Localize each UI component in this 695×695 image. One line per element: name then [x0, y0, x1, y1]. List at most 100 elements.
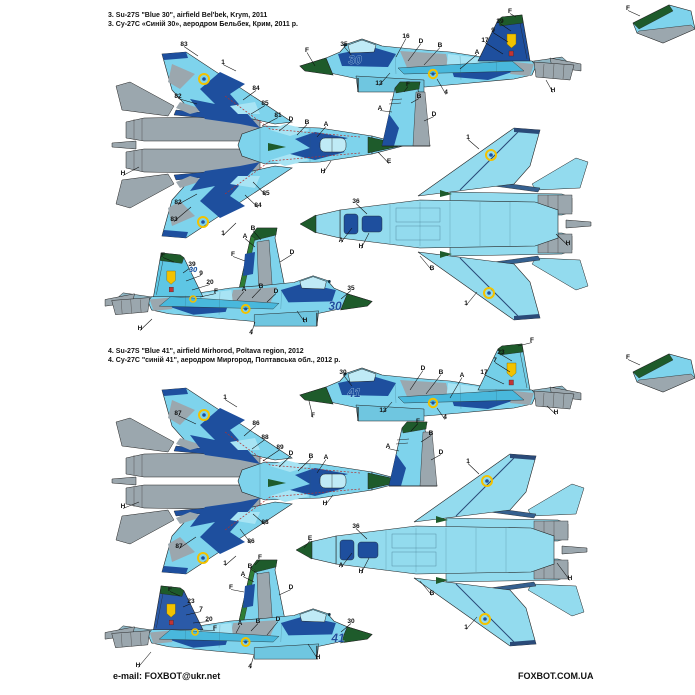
leader-line: [403, 86, 409, 93]
callout-label: 86: [252, 420, 260, 427]
leader-line: [242, 90, 257, 101]
callout-label: 4: [248, 663, 252, 670]
leader-line: [467, 463, 480, 475]
leader-line: [224, 555, 237, 566]
callout-label: 39: [188, 261, 196, 268]
callout-label: 1: [466, 134, 470, 141]
leader-line: [409, 370, 424, 391]
callout-label: 1: [464, 624, 468, 631]
callout-label: A: [242, 286, 247, 293]
leader-line: [343, 46, 353, 57]
leader-line: [177, 193, 198, 205]
leader-line: [546, 405, 557, 415]
scheme-4-title-en: 4. Su-27S "Blue 41", airfield Mirhorod, …: [108, 348, 304, 355]
leader-line: [199, 629, 216, 631]
leader-line: [222, 222, 237, 236]
callout-label: 81: [274, 112, 282, 119]
side-view-starboard-blue30: [299, 14, 582, 93]
callout-label: A: [243, 233, 248, 240]
leader-line: [242, 576, 255, 583]
leader-line: [137, 651, 152, 668]
callout-label: F: [161, 252, 165, 259]
leader-line: [296, 310, 306, 323]
callout-label: 87: [174, 410, 182, 417]
leader-line: [324, 494, 334, 506]
callout-label: H: [359, 243, 364, 250]
leader-line: [307, 643, 319, 660]
callout-label: 17: [481, 37, 489, 44]
website-url: FOXBOT.COM.UA: [518, 671, 594, 681]
callout-label: H: [303, 317, 308, 324]
fin-roundel-badge: [189, 295, 197, 303]
callout-label: F: [168, 586, 172, 593]
callout-label: 30: [347, 618, 355, 625]
leader-line: [395, 38, 407, 58]
callout-label: B: [256, 618, 261, 625]
callout-label: 4: [249, 329, 253, 336]
callout-label: 1: [223, 560, 227, 567]
aircraft-number: 30: [348, 53, 362, 67]
leader-line: [249, 654, 255, 669]
leader-line: [262, 449, 281, 462]
callout-label: H: [121, 170, 126, 177]
leader-line: [407, 43, 422, 62]
leader-line: [232, 256, 246, 262]
callout-label: 9: [199, 270, 203, 277]
leader-line: [303, 540, 311, 549]
callout-label: 1: [464, 300, 468, 307]
leader-line: [449, 377, 463, 399]
callout-label: 1: [221, 59, 225, 66]
side-view-port-blue30: [104, 251, 373, 328]
leader-line: [178, 536, 197, 549]
leader-line: [252, 230, 262, 241]
callout-label: A: [339, 237, 344, 244]
callout-label: B: [438, 42, 443, 49]
scheme-3-title: 3. Su-27S "Blue 30", airfield Bel'bek, K…: [108, 11, 298, 29]
callout-label: H: [359, 568, 364, 575]
callout-label: 20: [205, 616, 213, 623]
leader-line: [236, 291, 245, 301]
callout-label: 85: [261, 100, 269, 107]
callout-label: B: [439, 369, 444, 376]
callout-label: H: [568, 575, 573, 582]
callout-label: H: [554, 409, 559, 416]
aircraft-number: 41: [346, 386, 361, 400]
callout-label: 39: [496, 18, 504, 25]
leader-line: [177, 98, 198, 105]
leader-line: [436, 78, 447, 95]
callout-label: 23: [497, 349, 505, 356]
callout-label: F: [213, 625, 217, 632]
callout-label: F: [530, 337, 534, 344]
aircraft-number: 30: [189, 265, 198, 274]
leader-line: [308, 400, 314, 418]
callout-label: D: [289, 584, 294, 591]
leader-line: [340, 623, 352, 633]
leader-line: [340, 290, 352, 300]
leader-line: [316, 126, 327, 138]
leader-line: [322, 160, 332, 174]
leader-line: [316, 459, 327, 474]
leader-line: [360, 557, 370, 574]
leader-line: [250, 623, 259, 632]
callout-label: E: [387, 158, 392, 165]
callout-label: H: [321, 168, 326, 175]
leader-line: [191, 284, 211, 291]
callout-label: H: [121, 503, 126, 510]
leader-line: [555, 233, 569, 246]
callout-label: B: [430, 590, 435, 597]
leader-line: [122, 501, 140, 509]
callout-label: A: [339, 562, 344, 569]
leader-line: [251, 439, 266, 450]
callout-label: 1: [466, 458, 470, 465]
callout-label: A: [460, 372, 465, 379]
callout-label: 85: [262, 190, 270, 197]
callout-label: F: [406, 81, 410, 88]
callout-label: D: [276, 616, 281, 623]
callout-label: D: [439, 449, 444, 456]
callout-label: F: [231, 251, 235, 258]
aircraft-number: 30: [328, 299, 342, 313]
callout-label: A: [324, 121, 329, 128]
leader-line: [185, 275, 202, 282]
